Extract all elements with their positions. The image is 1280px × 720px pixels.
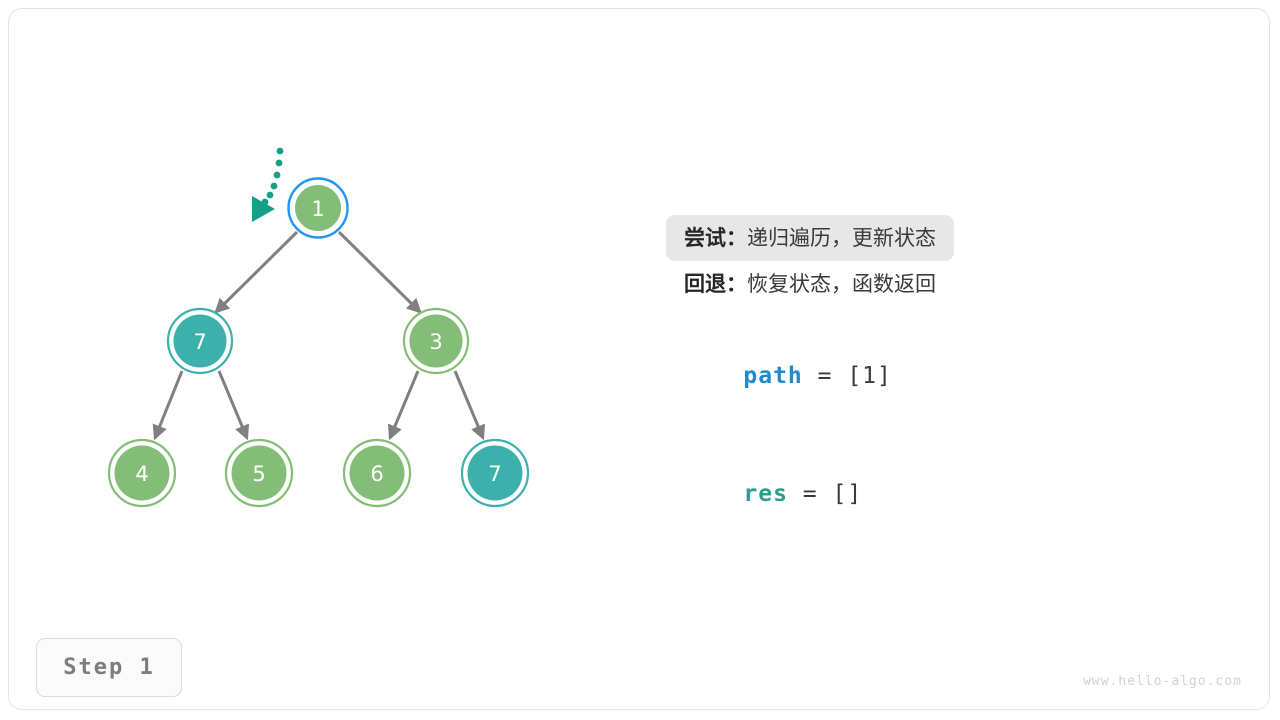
edge-7-to-4 (152, 370, 184, 441)
edge-7-to-5 (217, 370, 250, 441)
node-label: 5 (252, 462, 265, 486)
step-badge: Step 1 (36, 638, 182, 697)
edge-3-to-6 (387, 370, 420, 441)
node-label: 7 (193, 330, 206, 354)
node-label: 4 (135, 462, 148, 486)
tree-nodes: 1 7 3 4 5 (107, 177, 530, 508)
info-panel: 尝试：递归遍历，更新状态 回退：恢复状态，函数返回 path = [1] res… (666, 215, 1104, 507)
try-line: 尝试：递归遍历，更新状态 (666, 215, 954, 261)
res-variable-value: = [] (787, 481, 863, 507)
tree-edges (152, 230, 486, 441)
tree-node-leaf-2[interactable]: 5 (224, 438, 294, 508)
pointer-arrow-icon (252, 147, 284, 222)
backtrack-label: 回退： (684, 272, 747, 296)
path-variable-line: path = [1] (684, 307, 1104, 389)
edge-root-to-7 (214, 230, 299, 314)
node-label: 7 (488, 462, 501, 486)
res-variable-name: res (743, 481, 788, 507)
node-label: 1 (311, 197, 324, 221)
tree-node-leaf-4[interactable]: 7 (460, 438, 530, 508)
try-text: 递归遍历，更新状态 (747, 226, 936, 250)
watermark: www.hello-algo.com (1083, 674, 1242, 689)
node-label: 3 (429, 330, 442, 354)
backtrack-text: 恢复状态，函数返回 (747, 272, 936, 296)
edge-3-to-7 (453, 370, 486, 441)
tree-node-left[interactable]: 7 (166, 307, 234, 375)
try-line-wrapper: 尝试：递归遍历，更新状态 (666, 215, 1104, 261)
tree-node-right[interactable]: 3 (402, 307, 470, 375)
path-variable-name: path (743, 363, 803, 389)
backtrack-line: 回退：恢复状态，函数返回 (684, 261, 1104, 307)
edge-root-to-3 (337, 230, 422, 314)
tree-node-leaf-1[interactable]: 4 (107, 438, 177, 508)
node-label: 6 (370, 462, 383, 486)
tree-node-leaf-3[interactable]: 6 (342, 438, 412, 508)
try-label: 尝试： (684, 226, 747, 250)
tree-node-root[interactable]: 1 (287, 177, 349, 239)
path-variable-value: = [1] (802, 363, 892, 389)
res-variable-line: res = [] (684, 425, 1104, 507)
